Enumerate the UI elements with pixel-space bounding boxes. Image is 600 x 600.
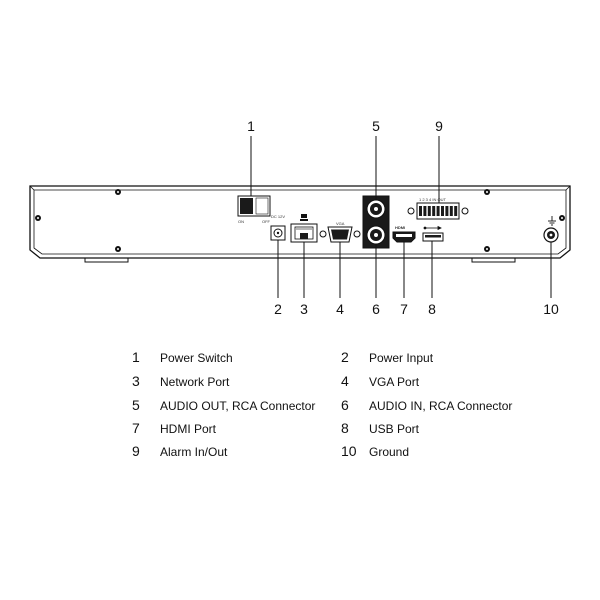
legend-number: 6 <box>341 397 349 413</box>
network-port[interactable] <box>290 214 318 243</box>
callout-9: 9 <box>435 118 443 134</box>
callout-8: 8 <box>428 301 436 317</box>
legend-label: Power Input <box>369 351 434 365</box>
callout-5: 5 <box>372 118 380 134</box>
power-input[interactable]: DC 12V <box>270 214 286 241</box>
screw-icon <box>35 215 41 221</box>
callout-10: 10 <box>543 301 559 317</box>
legend-number: 10 <box>341 443 357 459</box>
power-switch[interactable]: ON OFF <box>237 195 271 224</box>
callout-7: 7 <box>400 301 408 317</box>
alarm-pin <box>427 206 431 216</box>
screw-icon <box>484 189 490 195</box>
alarm-pin <box>449 206 453 216</box>
dc-input-label: DC 12V <box>271 214 285 219</box>
legend-label: HDMI Port <box>160 422 217 436</box>
legend-label: AUDIO OUT, RCA Connector <box>160 399 316 413</box>
alarm-pin <box>432 206 436 216</box>
alarm-pin-labels: 1 2 3 4 IN OUT <box>419 197 446 202</box>
legend-number: 3 <box>132 373 140 389</box>
vga-label: VGA <box>336 221 345 226</box>
ground-terminal[interactable] <box>543 216 559 243</box>
legend-label: Power Switch <box>160 351 233 365</box>
legend-label: VGA Port <box>369 375 420 389</box>
vga-port[interactable]: VGA <box>319 221 361 243</box>
leader-lines <box>250 136 552 298</box>
legend-number: 1 <box>132 349 140 365</box>
alarm-pin <box>445 206 449 216</box>
callout-3: 3 <box>300 301 308 317</box>
legend-number: 7 <box>132 420 140 436</box>
network-icon <box>300 214 308 221</box>
alarm-pin <box>436 206 440 216</box>
alarm-pin <box>419 206 422 216</box>
legend-number: 2 <box>341 349 349 365</box>
right-foot <box>471 258 516 263</box>
usb-icon <box>423 225 442 231</box>
power-off-label: OFF <box>262 219 271 224</box>
legend-label: USB Port <box>369 422 420 436</box>
legend-number: 4 <box>341 373 349 389</box>
legend-label: AUDIO IN, RCA Connector <box>369 399 513 413</box>
alarm-terminal[interactable]: 1 2 3 4 IN OUT <box>407 197 469 220</box>
audio-rca-block <box>362 195 390 249</box>
screw-icon <box>484 246 490 252</box>
callout-numbers: 1 5 9 2 3 4 6 7 8 10 <box>247 118 559 317</box>
usb-port[interactable] <box>422 225 444 242</box>
legend-number: 5 <box>132 397 140 413</box>
chassis <box>29 185 571 263</box>
callout-1: 1 <box>247 118 255 134</box>
screw-icon <box>115 246 121 252</box>
audio-in-connector[interactable] <box>366 225 386 245</box>
legend-label: Alarm In/Out <box>160 445 228 459</box>
screw-icon <box>115 189 121 195</box>
ground-icon <box>548 216 556 226</box>
hdmi-port[interactable]: HDMI <box>392 225 416 243</box>
alarm-pins <box>419 206 458 216</box>
left-foot <box>84 258 129 263</box>
alarm-pin <box>423 206 427 216</box>
legend-number: 9 <box>132 443 140 459</box>
legend-label: Network Port <box>160 375 230 389</box>
power-on-label: ON <box>238 219 244 224</box>
screw-icon <box>559 215 565 221</box>
screws <box>35 189 565 252</box>
legend-number: 8 <box>341 420 349 436</box>
callout-2: 2 <box>274 301 282 317</box>
callout-4: 4 <box>336 301 344 317</box>
callout-6: 6 <box>372 301 380 317</box>
alarm-pin <box>454 206 458 216</box>
legend-label: Ground <box>369 445 410 459</box>
audio-out-connector[interactable] <box>366 199 386 219</box>
hdmi-label: HDMI <box>395 225 405 230</box>
alarm-pin <box>441 206 444 216</box>
